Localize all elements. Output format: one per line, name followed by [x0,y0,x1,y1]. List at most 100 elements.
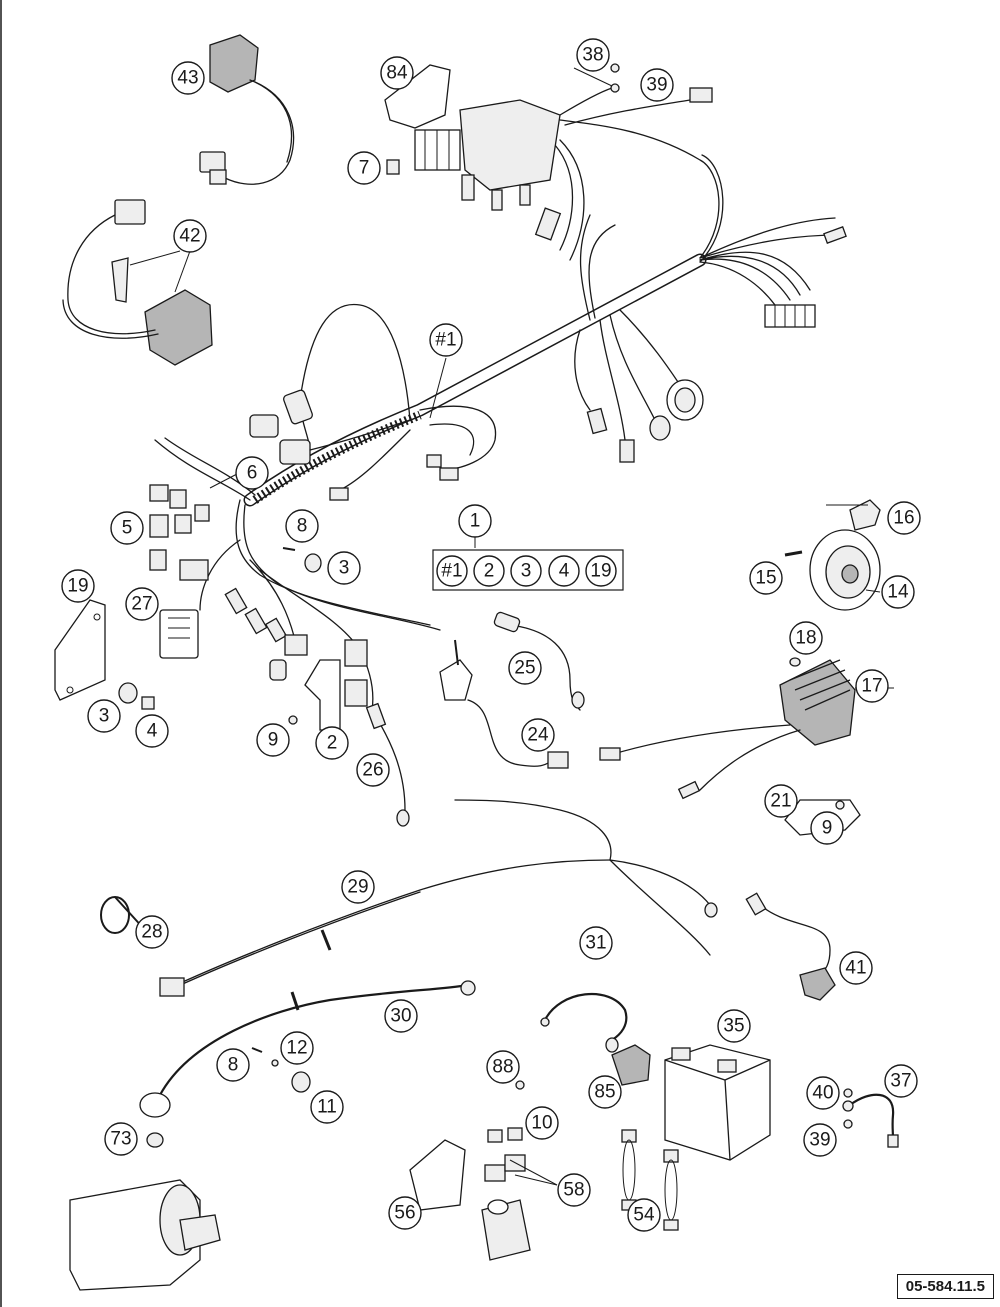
callout-number: 3 [99,706,110,727]
callout-number: 4 [559,561,570,582]
callout-number: 29 [347,877,368,898]
callout-number: 9 [268,730,279,751]
callout-circle [256,723,290,757]
callout-1-group-box [432,549,624,591]
callout-c18: 18 [789,621,823,655]
callout-c24: 24 [521,718,555,752]
harness-plugs [586,379,704,463]
starter-relay [409,1127,531,1261]
callout-circle [315,726,349,760]
callout-circle [280,1031,314,1065]
callout-c25: 25 [508,651,542,685]
callout-c27: 27 [125,587,159,621]
callout-c29: 29 [341,870,375,904]
callout-number: 58 [563,1180,584,1201]
callout-number: 16 [893,508,914,529]
grommet-3-4 [118,682,155,710]
callout-number: 3 [339,558,350,579]
callout-c31: 31 [579,926,613,960]
callout-circle [855,669,889,703]
callout-circle [110,511,144,545]
callout-circle [310,1090,344,1124]
callout-circle [521,718,555,752]
callout-circle [173,219,207,253]
callout-number: 88 [492,1057,513,1078]
callout-circle [61,569,95,603]
callout-c2: 2 [315,726,349,760]
callout-c88: 88 [486,1050,520,1084]
callout-number: 5 [122,518,133,539]
callout-circle [486,1050,520,1084]
callout-circle [384,999,418,1033]
screw-8-nut-3 [282,547,322,573]
callout-number: 30 [390,1006,411,1027]
callout-c17: 17 [855,669,889,703]
callout-number: 24 [527,725,549,746]
callout-circle [887,501,921,535]
callout-c58: 58 [557,1173,591,1207]
callout-circle [588,1075,622,1109]
callout-number: 14 [887,582,909,603]
main-wiring-harness [243,87,841,507]
callout-number: 38 [582,45,603,66]
callout-c3b: 3 [87,699,121,733]
callout-c85: 85 [588,1075,622,1109]
cable-29 [159,799,718,997]
callout-number: 9 [822,818,833,839]
callout-circle [557,1173,591,1207]
regulator-17 [599,657,861,836]
cable-31 [540,992,628,1053]
callout-c9b: 9 [810,811,844,845]
callout-c6: 6 [235,456,269,490]
callout-number: 1 [470,511,481,532]
callout-number: 2 [327,733,338,754]
callout-circle [171,61,205,95]
battery-35 [611,1044,771,1161]
callout-circle [884,1064,918,1098]
callout-circle [548,555,580,587]
callout-c5: 5 [110,511,144,545]
callout-number: 40 [812,1083,833,1104]
callout-circle [579,926,613,960]
starter-motor [69,1132,221,1291]
callout-number: 18 [795,628,816,649]
callout-number: 6 [247,463,258,484]
callout-c38: 38 [576,38,610,72]
callout-circle [380,56,414,90]
callout-c7: 7 [347,151,381,185]
callout-circle [806,1076,840,1110]
branch-wires [329,405,497,501]
callout-number: 27 [131,594,152,615]
callout-number: 28 [141,922,162,943]
callout-circle [125,587,159,621]
callout-number: 39 [809,1130,830,1151]
callout-number: 43 [177,68,198,89]
callout-number: 54 [633,1205,655,1226]
callout-circle [803,1123,837,1157]
callout-circle [640,68,674,102]
callout-circle [341,870,375,904]
callout-number: 19 [67,576,88,597]
callout-c3a: 3 [327,551,361,585]
callout-number: 85 [594,1082,615,1103]
callout-c37: 37 [884,1064,918,1098]
callout-number: 31 [585,933,606,954]
callout-number: 17 [861,676,882,697]
callout-number: 11 [317,1097,337,1118]
callout-c8b: 8 [216,1048,250,1082]
callout-circle [87,699,121,733]
callout-c39a: 39 [640,68,674,102]
callout-number: 41 [845,958,866,979]
callout-k1: #1 [436,555,468,587]
callout-circle [749,561,783,595]
callout-c8a: 8 [285,509,319,543]
callout-circle [235,456,269,490]
callout-circle [388,1196,422,1230]
callout-c14: 14 [881,575,915,609]
callout-number: 25 [514,658,535,679]
callout-c40: 40 [806,1076,840,1110]
callout-number: 37 [890,1071,911,1092]
callout-circle [585,555,617,587]
screw-88 [515,1080,525,1090]
ground-cable-37 [842,1088,899,1148]
